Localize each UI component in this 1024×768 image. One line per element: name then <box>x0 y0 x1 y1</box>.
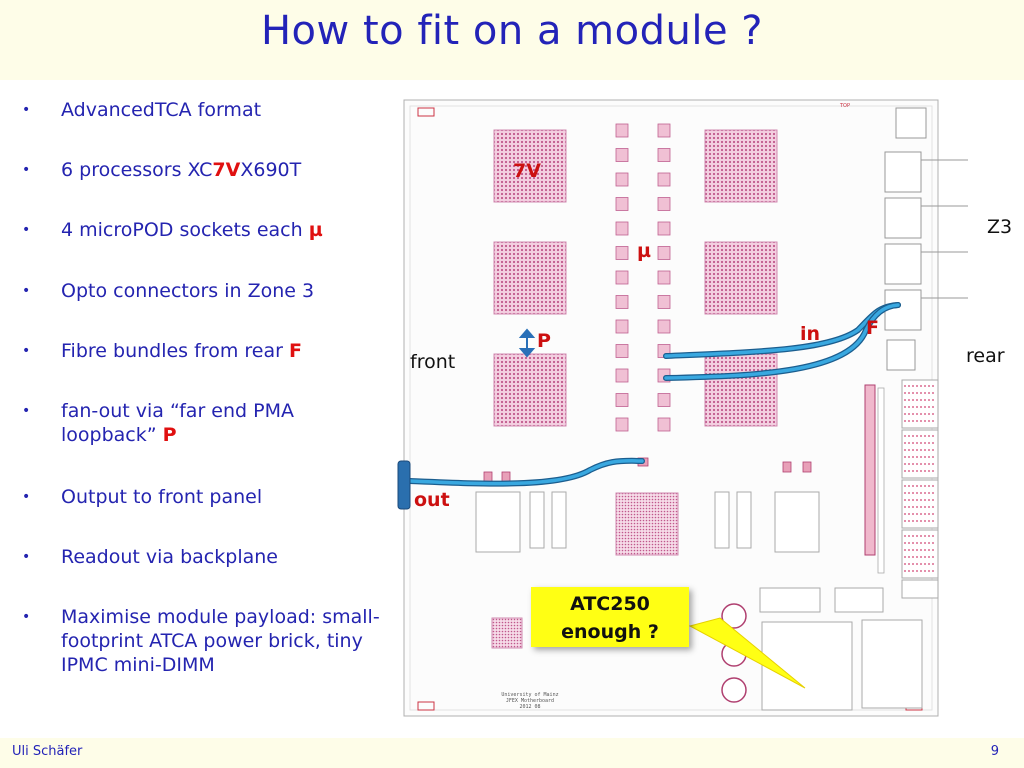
bullet-text: fan-out via “far end PMA loopback” P <box>61 399 386 447</box>
zone3-connectors <box>884 107 968 371</box>
bullet-text-part: Fibre bundles from rear <box>61 340 289 362</box>
top-silk-label: TOP <box>839 103 850 109</box>
bullet-highlight: µ <box>308 219 323 241</box>
micropod-label: µ <box>637 240 651 262</box>
micropod-socket <box>615 123 629 138</box>
backplane-connectors <box>901 379 939 599</box>
callout-pointer <box>688 617 806 689</box>
footer-band <box>0 738 1024 768</box>
bullet-dot: • <box>22 283 31 299</box>
misc-components <box>475 491 923 711</box>
micropod-socket <box>615 417 629 432</box>
fibre-bundles <box>407 302 901 487</box>
micropod-socket <box>657 319 671 334</box>
micropod-socket <box>615 344 629 358</box>
rear-label: rear <box>966 345 1005 367</box>
loopback-label: P <box>537 330 551 352</box>
board-silk-line2: JFEX Motherboard <box>506 698 554 704</box>
micropod-socket <box>615 393 629 407</box>
micropod-socket <box>615 221 629 236</box>
micropod-socket <box>657 270 671 285</box>
micropod-socket <box>657 123 671 138</box>
callout-line2: enough ? <box>561 621 659 643</box>
bullet-text-part: Maximise module payload: small-footprint… <box>61 606 380 676</box>
bullet-text: 4 microPOD sockets each µ <box>61 218 386 242</box>
micropod-sockets <box>615 123 671 432</box>
bullet-dot: • <box>22 343 31 359</box>
micropod-socket <box>615 172 629 187</box>
fpga-label: 7V <box>513 160 541 182</box>
micropod-socket <box>657 417 671 432</box>
bullet-text: Fibre bundles from rear F <box>61 339 386 363</box>
bullet-text-part: AdvancedTCA format <box>61 99 262 121</box>
bullet-dot: • <box>22 162 31 178</box>
bullet-text-part: fan-out via “far end PMA loopback” <box>61 400 294 446</box>
vertical-header <box>864 384 876 556</box>
zone3-label: Z3 <box>987 216 1013 238</box>
micropod-socket <box>615 368 629 383</box>
bullet-text-part: Readout via backplane <box>61 546 278 568</box>
micropod-socket <box>657 172 671 187</box>
front-panel-connector <box>397 460 411 510</box>
micropod-socket <box>615 246 629 260</box>
bullet-text: Readout via backplane <box>61 545 386 569</box>
bullet-dot: • <box>22 489 31 505</box>
bullet-text-part: 6 processors XC <box>61 159 213 181</box>
bullet-text: Maximise module payload: small-footprint… <box>61 605 386 677</box>
board-silk-line1: University of Mainz <box>501 692 558 698</box>
bullet-text: AdvancedTCA format <box>61 98 386 122</box>
atc250-callout: ATC250 enough ? <box>531 587 689 647</box>
micropod-socket <box>615 270 629 285</box>
bullet-highlight: F <box>288 340 302 362</box>
title-band <box>0 0 1024 80</box>
bullet-dot: • <box>22 549 31 565</box>
bullet-text: Opto connectors in Zone 3 <box>61 279 386 303</box>
bullet-text: Output to front panel <box>61 485 386 509</box>
micropod-socket <box>657 393 671 407</box>
bullet-dot: • <box>22 403 31 419</box>
fpga-processors <box>491 129 778 649</box>
bullet-text-part: Output to front panel <box>61 486 263 508</box>
bullet-text-part: Opto connectors in Zone 3 <box>61 280 315 302</box>
micropod-socket <box>615 148 629 162</box>
bullet-dot: • <box>22 609 31 625</box>
front-label: front <box>410 351 456 373</box>
in-label: in <box>800 323 821 345</box>
bullet-highlight: 7V <box>212 159 241 181</box>
micropod-socket <box>657 148 671 162</box>
footer-author: Uli Schäfer <box>12 744 83 759</box>
bullet-dot: • <box>22 102 31 118</box>
fibre-label: F <box>866 317 879 339</box>
loopback-arrow <box>518 328 536 358</box>
slide-title: How to fit on a module ? <box>260 8 764 54</box>
micropod-socket <box>615 295 629 309</box>
page-number: 9 <box>990 744 999 759</box>
bullet-text-part: 4 microPOD sockets each <box>61 219 309 241</box>
micropod-socket <box>657 246 671 260</box>
micropod-socket <box>657 221 671 236</box>
bullet-text-part: X690T <box>240 159 302 181</box>
bullet-text: 6 processors XC7VX690T <box>61 158 386 182</box>
micropod-socket <box>615 197 629 211</box>
bullet-dot: • <box>22 222 31 238</box>
callout-line1: ATC250 <box>570 593 650 615</box>
board-silk-line3: 2012 08 <box>519 704 540 710</box>
micropod-socket <box>615 319 629 334</box>
micropod-socket <box>657 197 671 211</box>
out-label: out <box>414 489 450 511</box>
micropod-socket <box>657 295 671 309</box>
bullet-highlight: P <box>162 424 177 446</box>
